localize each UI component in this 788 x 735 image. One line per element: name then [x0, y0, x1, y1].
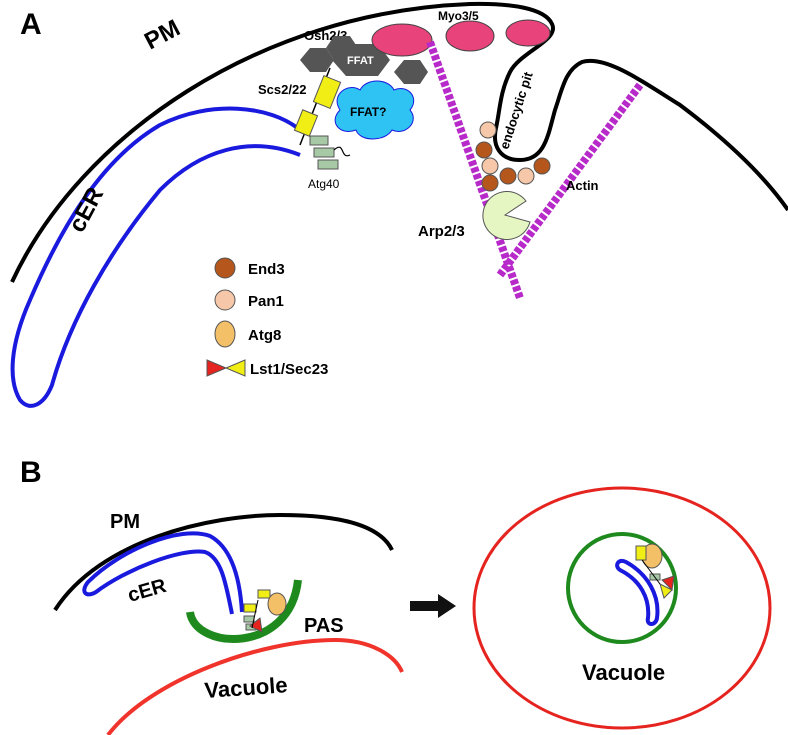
end3-circle: [475, 141, 493, 159]
myo-ellipse-3: [505, 19, 551, 47]
actin-filament-1: [426, 40, 524, 300]
vacuole-arc: [106, 637, 404, 735]
scs-domain-b: [243, 603, 257, 613]
legend-end3-icon: [214, 257, 236, 279]
osh-hexagon-4: [394, 60, 428, 84]
scs-domain-2: [293, 109, 319, 137]
actin-label: Actin: [566, 178, 599, 193]
pas-crescent: [186, 579, 302, 643]
myo-ellipse-1: [371, 23, 433, 57]
endocytic-pit-label: endocytic pit: [497, 69, 536, 151]
ffat-label: FFAT: [347, 55, 374, 67]
vacuole-circle: [472, 486, 772, 730]
legend-atg8-icon: [214, 320, 236, 348]
tether-line-in: [641, 559, 661, 585]
legend-sec23-icon: [224, 359, 246, 377]
arrow-icon: [410, 594, 456, 618]
atg40-tail: [333, 146, 351, 157]
lst1-triangle-b: [249, 617, 263, 633]
scs-label: Scs2/22: [258, 82, 306, 97]
pan1-circle: [479, 121, 497, 139]
legend-lst1-icon: [206, 359, 228, 377]
legend-pan1-icon: [214, 289, 236, 311]
cer-tube-b: [82, 531, 244, 615]
atg40-domain-3: [317, 159, 339, 170]
atg40-domain-1: [309, 135, 329, 146]
atg8-ellipse-b: [267, 592, 287, 616]
arp23-complex: [482, 191, 531, 240]
myo-label: Myo3/5: [438, 9, 479, 23]
pm-label: PM: [140, 15, 184, 56]
legend-pan1-label: Pan1: [248, 293, 284, 310]
cer-label-b: cER: [125, 575, 169, 607]
atg40-domain-2: [313, 147, 335, 158]
osh-hexagon-1: [300, 48, 334, 72]
cer-fragment: [615, 559, 660, 626]
actin-filament-2: [496, 82, 644, 278]
autophagosome-circle: [566, 532, 678, 644]
myo-ellipse-2: [445, 20, 495, 52]
end3-circle: [533, 157, 551, 175]
scs-domain-1: [312, 74, 342, 110]
scs-domain-b: [257, 589, 271, 599]
ffat-q-label: FFAT?: [350, 105, 386, 119]
lst1-triangle-in: [661, 575, 675, 592]
end3-circle: [481, 174, 499, 192]
sec23-triangle-in: [659, 583, 673, 599]
arp23-label: Arp2/3: [418, 223, 465, 240]
pm-arc-b: [53, 512, 394, 612]
osh-hexagon-3: [332, 44, 390, 76]
vacuole-label: Vacuole: [204, 672, 289, 703]
atg40-domain-b: [243, 615, 255, 623]
legend-end3-label: End3: [248, 261, 285, 278]
end3-circle: [499, 167, 517, 185]
atg40-label: Atg40: [308, 177, 340, 191]
pas-label: PAS: [304, 615, 344, 637]
scs-domain-in: [635, 545, 647, 561]
cer-tube: [10, 106, 302, 408]
pan1-circle: [481, 157, 499, 175]
panel-b-letter: B: [20, 456, 42, 489]
vacuole-label-2: Vacuole: [582, 660, 665, 685]
ffat-cloud: [334, 80, 415, 140]
legend-lst1-label: Lst1/Sec23: [250, 361, 328, 378]
pm-label-b: PM: [110, 511, 140, 533]
panel-a-letter: A: [20, 8, 42, 41]
legend-atg8-label: Atg8: [248, 327, 281, 344]
tether-line-b: [251, 599, 259, 629]
pan1-circle: [517, 167, 535, 185]
